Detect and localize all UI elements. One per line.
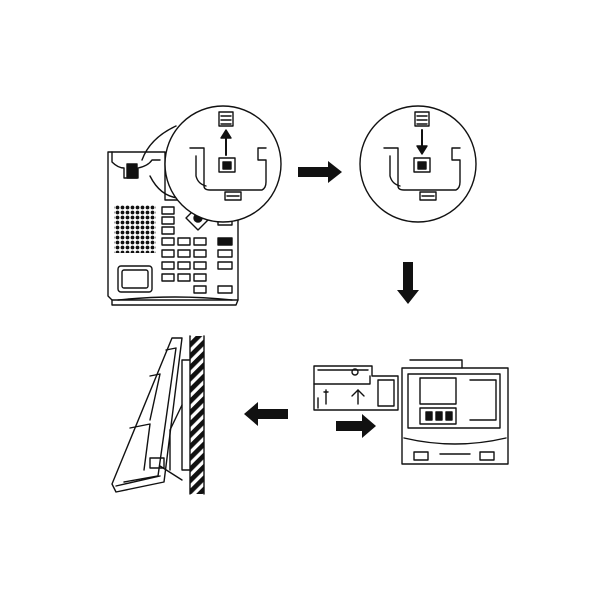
step-4-phone-on-wall: [111, 335, 205, 495]
step-1-hook-magnifier: [164, 105, 282, 223]
arrow-step1-to-step2: [298, 161, 342, 183]
arrow-bracket-slide: [336, 414, 376, 438]
dial-keypad: [161, 237, 233, 294]
phone-rear: [401, 359, 509, 465]
step-1-phone-front: [107, 125, 239, 306]
phone-bottom-curve: [117, 296, 233, 301]
step-3-bracket-attach: [313, 359, 509, 465]
pull-up-arrow: [220, 129, 232, 156]
push-down-arrow: [416, 129, 428, 155]
arrow-step2-to-step3: [397, 262, 419, 304]
wall-hatched: [190, 336, 204, 494]
wall-bracket-side: [181, 359, 191, 471]
cradle-profile: [189, 147, 267, 191]
magnifier-leader-top: [141, 125, 177, 161]
hook-slot-small: [126, 163, 138, 179]
speaker-grille: [114, 205, 156, 253]
arrow-step3-to-step4: [244, 402, 288, 426]
phone-side-profile: [111, 337, 183, 493]
phone-base-lip: [111, 299, 239, 306]
cradle-profile-2: [383, 147, 461, 191]
step-2-hook-magnifier: [359, 105, 477, 223]
hook-piece-removed: [218, 111, 234, 127]
handsfree-key: [117, 265, 153, 293]
hook-piece-flipped: [414, 111, 430, 127]
wall-bracket: [313, 365, 399, 411]
